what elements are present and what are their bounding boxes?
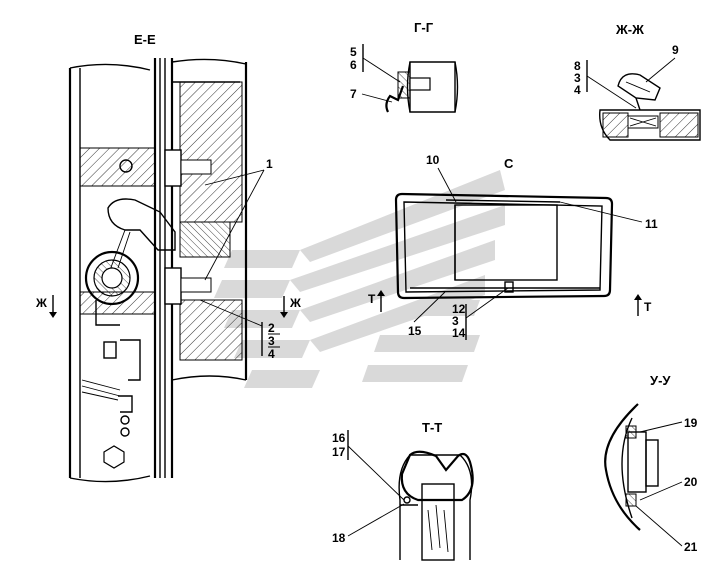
- cut-mark-t-right-label: Т: [644, 300, 652, 314]
- section-tt-title: Т-Т: [422, 420, 442, 435]
- section-gg-drawing: [385, 61, 459, 113]
- callout-3-zhzh: 3: [574, 71, 581, 85]
- callout-10: 10: [426, 153, 440, 167]
- callout-4: 4: [268, 347, 275, 361]
- section-ee-title: Е-Е: [134, 32, 156, 47]
- callout-1: 1: [266, 157, 273, 171]
- section-tt-drawing: [398, 450, 474, 561]
- cut-mark-t-left-label: Т: [368, 292, 376, 306]
- cut-mark-zh-left-label: Ж: [35, 296, 47, 310]
- callout-12: 12: [452, 302, 466, 316]
- watermark-logo: [214, 170, 505, 388]
- section-zhzh-title: Ж-Ж: [615, 22, 644, 37]
- callout-3: 3: [268, 334, 275, 348]
- callout-21: 21: [684, 540, 698, 554]
- callout-19: 19: [684, 416, 698, 430]
- section-uu-title: У-У: [650, 373, 671, 388]
- cut-mark-zh-right: Ж: [280, 296, 301, 318]
- callout-2: 2: [268, 321, 275, 335]
- callout-6: 6: [350, 58, 357, 72]
- callout-18: 18: [332, 531, 346, 545]
- callout-11: 11: [645, 217, 658, 231]
- section-ee-drawing: [68, 58, 248, 483]
- callout-7: 7: [350, 87, 357, 101]
- callout-16: 16: [332, 431, 346, 445]
- section-zhzh-drawing: [599, 73, 701, 141]
- section-gg-title: Г-Г: [414, 20, 434, 35]
- callout-15: 15: [408, 324, 422, 338]
- cut-mark-zh-right-label: Ж: [289, 296, 301, 310]
- cut-mark-t-right: Т: [634, 294, 652, 316]
- callout-4-zhzh: 4: [574, 83, 581, 97]
- cut-mark-t-left: Т: [368, 290, 385, 312]
- callout-17: 17: [332, 445, 346, 459]
- cut-mark-zh-left: Ж: [35, 295, 57, 318]
- callout-8: 8: [574, 59, 581, 73]
- section-uu-drawing: [604, 403, 659, 531]
- callout-3-c: 3: [452, 314, 459, 328]
- callout-14: 14: [452, 326, 466, 340]
- callout-20: 20: [684, 475, 698, 489]
- callout-5: 5: [350, 45, 357, 59]
- view-c-title: С: [504, 156, 514, 171]
- view-c-drawing: [394, 192, 614, 300]
- callout-9: 9: [672, 43, 679, 57]
